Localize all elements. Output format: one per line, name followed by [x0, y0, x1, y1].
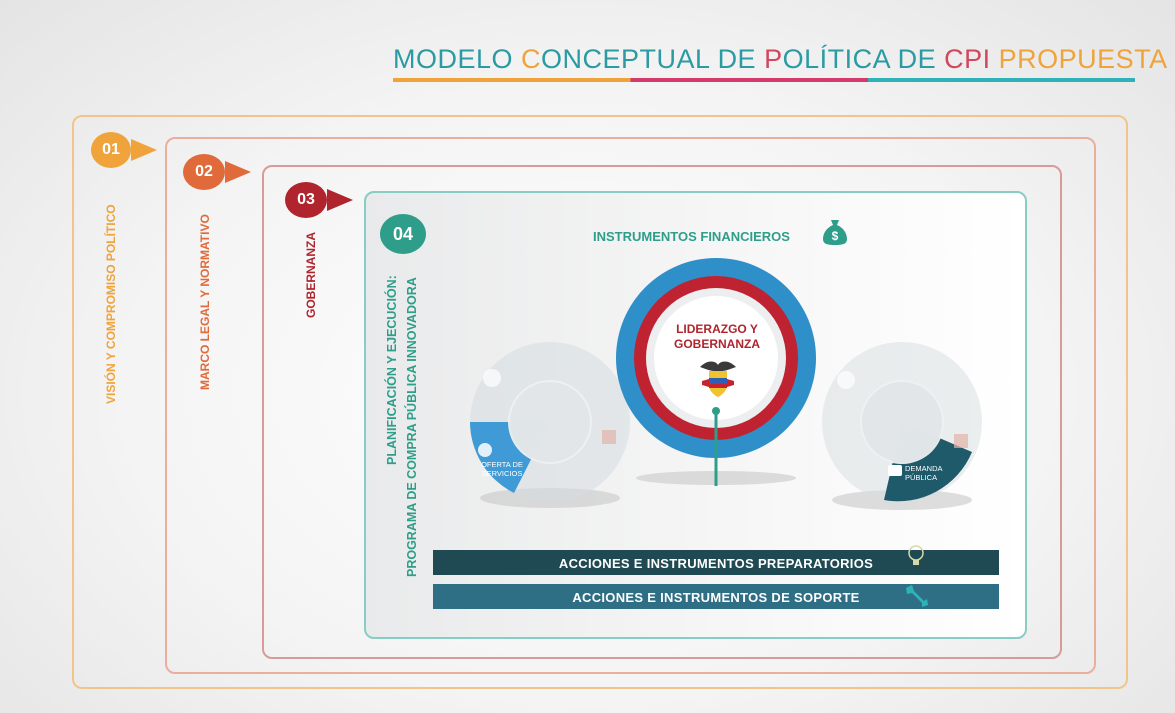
frame-layer-03 [262, 165, 1062, 659]
badge-02: 02 [183, 154, 225, 190]
coat-of-arms-icon [700, 361, 736, 397]
svg-text:$: $ [832, 229, 839, 243]
layer-02-label: MARCO LEGAL Y NORMATIVO [198, 214, 212, 390]
title-part: ONCEPTUAL DE [541, 44, 765, 74]
layer-01-label: VISIÓN Y COMPROMISO POLÍTICO [104, 204, 118, 404]
arrow-03-icon [327, 189, 353, 211]
badge-03: 03 [285, 182, 327, 218]
money-bag-icon: $ [823, 220, 847, 245]
preparatory-bar [433, 550, 999, 575]
frame-layer-02 [165, 137, 1096, 674]
left-wheel-highlight: OFERTA DE SERVICIOS [481, 460, 523, 478]
layer-03-label: GOBERNANZA [304, 232, 318, 318]
arrow-01-icon [131, 139, 157, 161]
badge-01: 01 [91, 132, 131, 168]
arrow-02-icon [225, 161, 251, 183]
title-letter: C [521, 44, 542, 74]
center-label: LIDERAZGO Y GOBERNANZA [642, 322, 792, 352]
badge-04: 04 [380, 214, 426, 254]
layer-04-label-line1: PLANIFICACIÓN Y EJECUCIÓN: [385, 275, 399, 465]
wrench-icon [906, 585, 928, 607]
center-label-line2: GOBERNANZA [674, 337, 760, 351]
support-bar [433, 584, 999, 609]
page-title: MODELO CONCEPTUAL DE POLÍTICA DE CPI PRO… [393, 44, 1168, 75]
lightbulb-icon [908, 545, 924, 565]
support-label: ACCIONES E INSTRUMENTOS DE SOPORTE [572, 590, 860, 605]
title-letter: P [764, 44, 783, 74]
title-part: OLÍTICA DE [782, 44, 945, 74]
instruments-title: INSTRUMENTOS FINANCIEROS [593, 229, 790, 244]
title-part: CPI [944, 44, 999, 74]
title-part: PROPUESTA [998, 44, 1168, 74]
left-wheel [470, 342, 630, 508]
frame-layer-01 [72, 115, 1128, 689]
right-wheel [822, 342, 982, 510]
center-target [616, 258, 816, 486]
right-wheel-highlight: DEMANDA PÚBLICA [905, 464, 943, 482]
title-part: MODELO [393, 44, 522, 74]
layer-04-label-line2: PROGRAMA DE COMPRA PÚBLICA INNOVADORA [405, 277, 419, 577]
preparatory-label: ACCIONES E INSTRUMENTOS PREPARATORIOS [558, 556, 874, 571]
center-label-line1: LIDERAZGO Y [676, 322, 758, 336]
title-underline [393, 78, 1135, 82]
